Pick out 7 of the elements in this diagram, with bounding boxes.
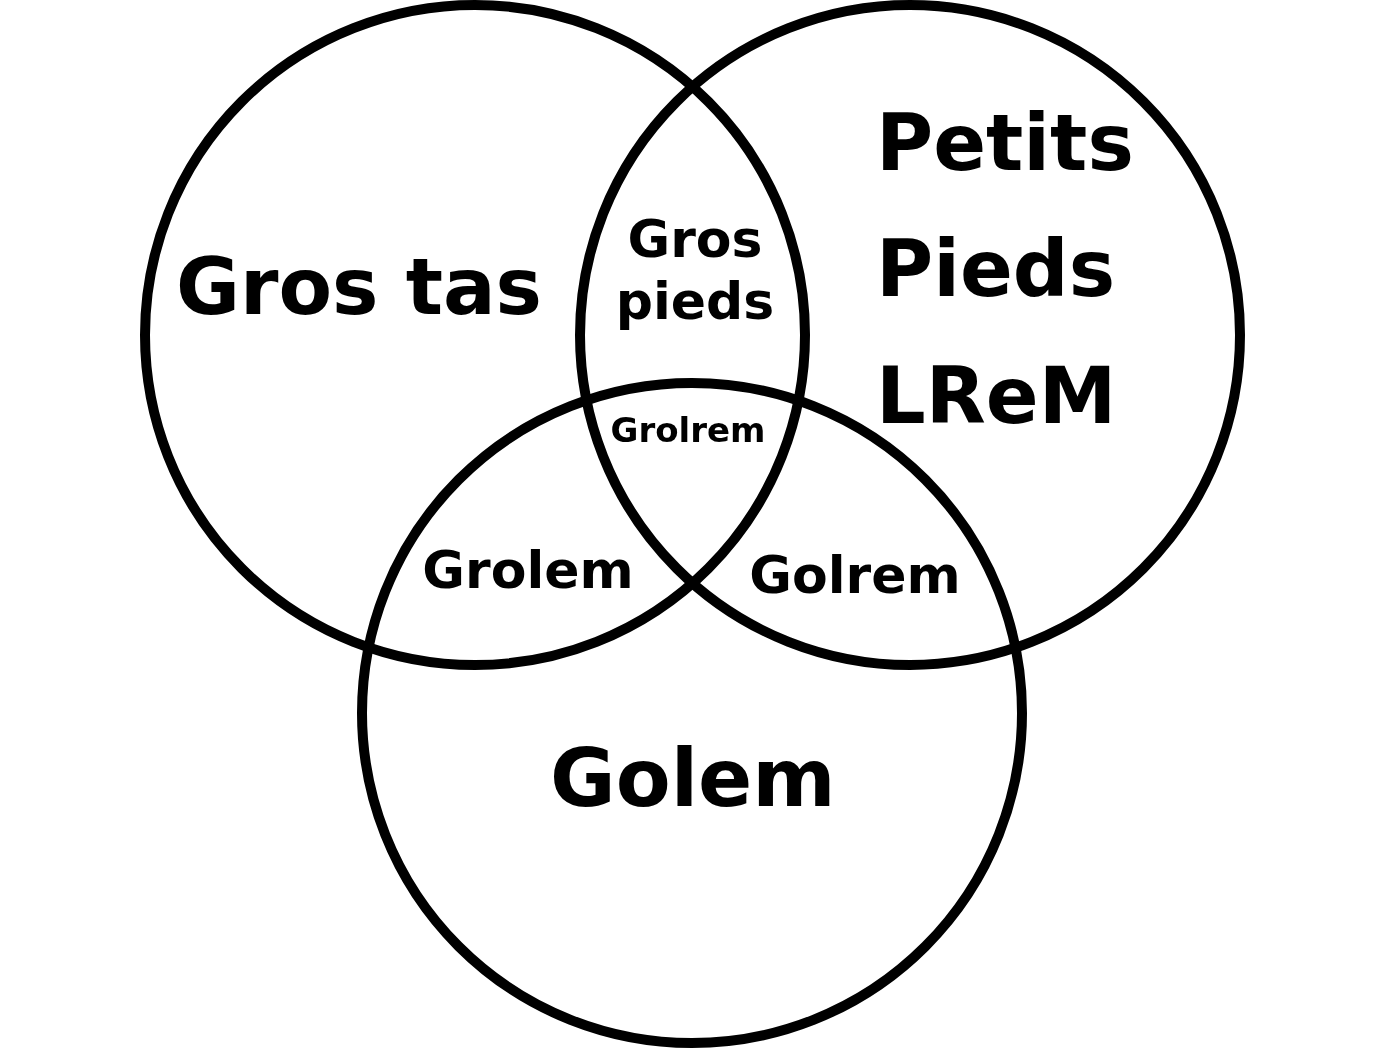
region-label: Golrem [749,543,961,607]
set-label: Golem [550,735,836,823]
region-label: Gros pieds [614,207,776,333]
region-label: Grolem [422,538,634,602]
set-label: Petits Pieds LReM [876,97,1135,443]
region-label: Grolrem [610,409,766,451]
set-label: Gros tas [176,245,542,331]
